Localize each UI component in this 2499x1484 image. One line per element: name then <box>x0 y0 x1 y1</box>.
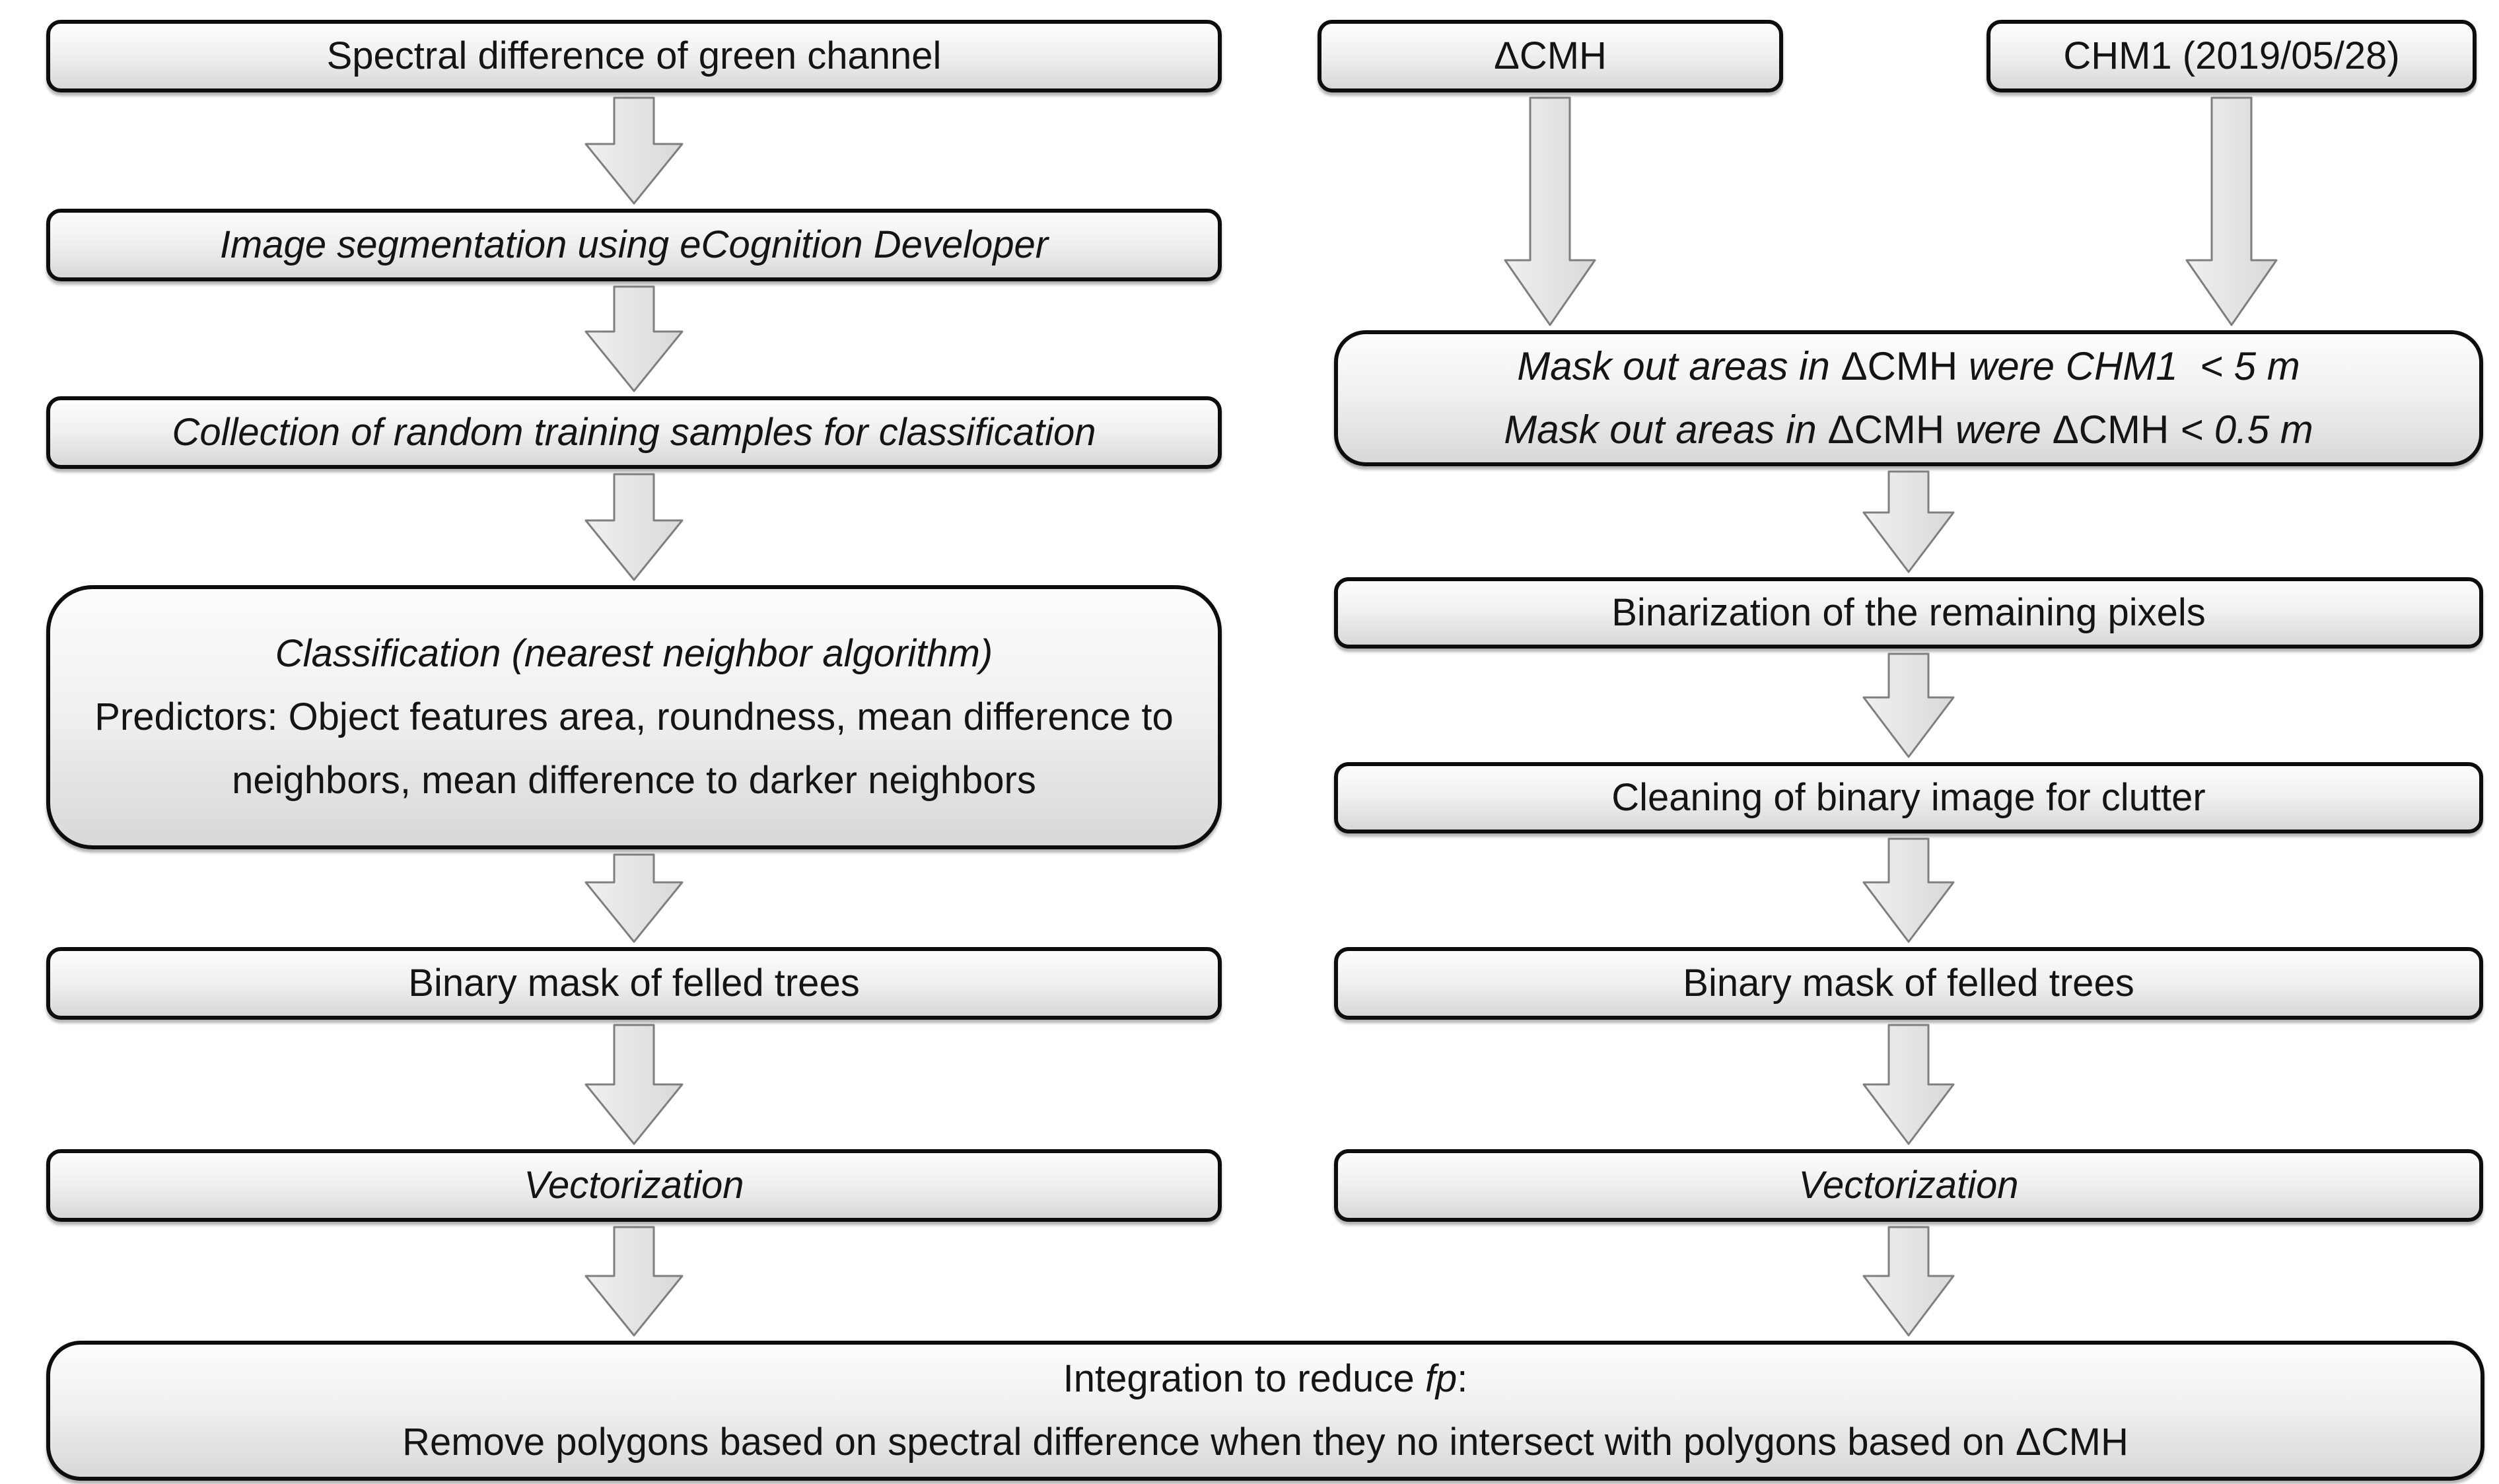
box-binary-mask-left: Binary mask of felled trees <box>46 947 1222 1020</box>
box-delta-cmh-label: ΔCMH <box>1494 34 1607 77</box>
down-arrow-l3 <box>584 473 684 581</box>
box-integration-line2: Remove polygons based on spectral differ… <box>402 1421 2129 1464</box>
down-arrow-r3 <box>1862 653 1955 758</box>
box-mask-out-line1: Mask out areas in ΔCMH were CHM1 < 5 m <box>1517 344 2300 388</box>
down-arrow-chm1 <box>2185 96 2278 326</box>
box-integration: Integration to reduce fp: Remove polygon… <box>46 1341 2484 1481</box>
down-arrow-shape <box>1862 653 1955 758</box>
box-image-segmentation-label: Image segmentation using eCognition Deve… <box>219 223 1049 266</box>
box-vectorization-right-label: Vectorization <box>1798 1163 2019 1207</box>
down-arrow-shape <box>584 853 684 943</box>
box-binary-mask-left-label: Binary mask of felled trees <box>408 961 860 1005</box>
down-arrow-shape <box>1504 96 1596 326</box>
box-vectorization-left: Vectorization <box>46 1149 1222 1222</box>
box-mask-out-line2: Mask out areas in ΔCMH were ΔCMH < 0.5 m <box>1504 407 2313 452</box>
box-mask-out: Mask out areas in ΔCMH were CHM1 < 5 m M… <box>1334 330 2483 466</box>
down-arrow-l4 <box>584 853 684 943</box>
box-cleaning-label: Cleaning of binary image for clutter <box>1611 775 2206 819</box>
down-arrow-delta-cmh <box>1504 96 1596 326</box>
down-arrow-shape <box>1862 1226 1955 1337</box>
down-arrow-r6 <box>1862 1226 1955 1337</box>
down-arrow-r2 <box>1862 470 1955 573</box>
down-arrow-shape <box>1862 1024 1955 1145</box>
box-spectral-difference: Spectral difference of green channel <box>46 20 1222 92</box>
box-integration-line1: Integration to reduce fp: <box>1063 1357 1468 1400</box>
box-binarization-label: Binarization of the remaining pixels <box>1611 590 2206 634</box>
box-binary-mask-right-label: Binary mask of felled trees <box>1683 961 2134 1005</box>
box-chm1: CHM1 (2019/05/28) <box>1987 20 2477 92</box>
down-arrow-r4 <box>1862 837 1955 943</box>
down-arrow-shape <box>584 1226 684 1337</box>
down-arrow-l6 <box>584 1226 684 1337</box>
box-vectorization-left-label: Vectorization <box>524 1163 744 1207</box>
down-arrow-l5 <box>584 1024 684 1145</box>
box-classification-body: Predictors: Object features area, roundn… <box>94 695 1174 802</box>
down-arrow-shape <box>584 96 684 205</box>
box-spectral-difference-label: Spectral difference of green channel <box>326 34 942 77</box>
down-arrow-shape <box>2185 96 2278 326</box>
down-arrow-shape <box>1862 470 1955 573</box>
down-arrow-shape <box>584 285 684 392</box>
down-arrow-l1 <box>584 96 684 205</box>
box-image-segmentation: Image segmentation using eCognition Deve… <box>46 209 1222 281</box>
box-vectorization-right: Vectorization <box>1334 1149 2483 1222</box>
box-binary-mask-right: Binary mask of felled trees <box>1334 947 2483 1020</box>
box-delta-cmh: ΔCMH <box>1318 20 1783 92</box>
down-arrow-shape <box>1862 837 1955 943</box>
box-classification-title: Classification (nearest neighbor algorit… <box>275 632 993 675</box>
down-arrow-shape <box>584 1024 684 1145</box>
box-training-samples-label: Collection of random training samples fo… <box>172 410 1096 454</box>
box-training-samples: Collection of random training samples fo… <box>46 396 1222 469</box>
down-arrow-shape <box>584 473 684 581</box>
down-arrow-l2 <box>584 285 684 392</box>
box-cleaning: Cleaning of binary image for clutter <box>1334 762 2483 833</box>
box-chm1-label: CHM1 (2019/05/28) <box>2063 34 2400 77</box>
down-arrow-r5 <box>1862 1024 1955 1145</box>
box-binarization: Binarization of the remaining pixels <box>1334 577 2483 649</box>
box-classification: Classification (nearest neighbor algorit… <box>46 585 1222 849</box>
